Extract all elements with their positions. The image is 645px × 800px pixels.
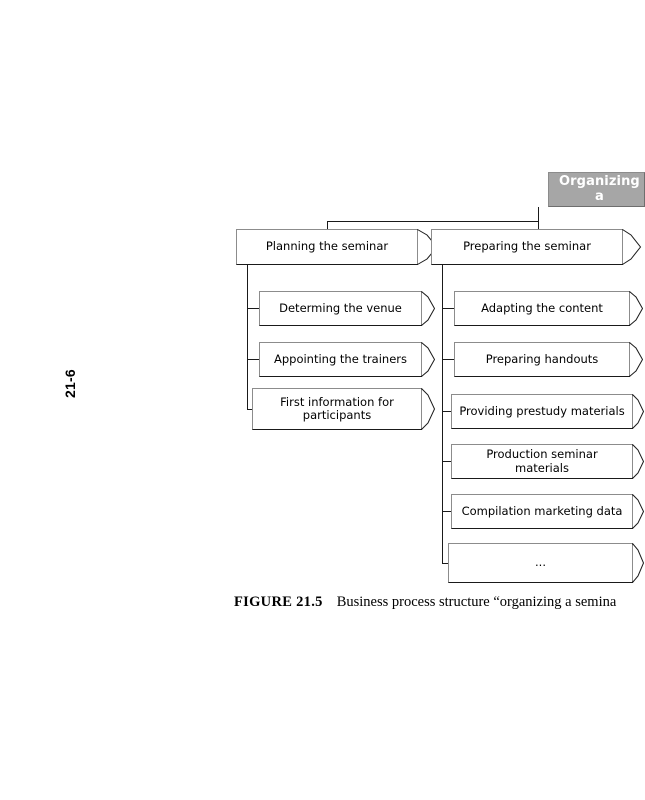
chevron-tail-icon	[629, 342, 644, 377]
connector-branch2-drop	[538, 221, 539, 231]
chevron-tail-icon	[632, 394, 645, 429]
connector-stub	[442, 511, 451, 512]
chevron-tail-icon	[421, 291, 436, 326]
task-box-appointing-the-trainers[interactable]: Appointing the trainers	[259, 342, 422, 377]
task-box-preparing-handouts[interactable]: Preparing handouts	[454, 342, 630, 377]
connector-stub	[442, 359, 454, 360]
connector-stub	[442, 563, 451, 564]
root-process-label: Organizing a	[559, 173, 640, 204]
connector-stub	[442, 461, 451, 462]
task-label: Providing prestudy materials	[459, 403, 625, 418]
root-process-box[interactable]: Organizing a	[548, 172, 645, 207]
task-box-first-information-for-participants[interactable]: First information for participants	[252, 388, 422, 430]
connector-branch2-spine	[442, 265, 443, 563]
connector-branch1-drop	[327, 221, 328, 231]
task-box-production-seminar-materials[interactable]: Production seminar materials	[451, 444, 633, 479]
chevron-tail-icon	[629, 291, 644, 326]
chevron-tail-icon	[421, 388, 436, 430]
connector-stub	[247, 308, 259, 309]
task-box-ellipsis[interactable]: ...	[448, 543, 633, 583]
task-label: Production seminar materials	[486, 447, 598, 475]
task-label: Appointing the trainers	[273, 351, 408, 366]
task-box-providing-prestudy-materials[interactable]: Providing prestudy materials	[451, 394, 633, 429]
chevron-tail-icon	[632, 494, 645, 529]
connector-root-drop	[538, 207, 539, 221]
task-label: ...	[535, 555, 546, 570]
task-box-determing-the-venue[interactable]: Determing the venue	[259, 291, 422, 326]
connector-branch1-spine	[247, 265, 248, 409]
branch-box-planning-the-seminar[interactable]: Planning the seminar	[236, 229, 418, 265]
branch-box-preparing-the-seminar[interactable]: Preparing the seminar	[431, 229, 623, 265]
connector-stub	[247, 359, 259, 360]
connector-root-bus	[327, 221, 539, 222]
figure-caption: FIGURE 21.5 Business process structure “o…	[234, 594, 645, 611]
chevron-tail-icon	[622, 229, 642, 265]
connector-stub	[442, 411, 451, 412]
task-label: Preparing handouts	[485, 351, 599, 366]
connector-stub	[442, 308, 454, 309]
chevron-tail-icon	[632, 444, 645, 479]
task-label: Adapting the content	[481, 300, 603, 315]
chevron-tail-icon	[632, 543, 645, 583]
task-label: First information for participants	[280, 394, 394, 422]
task-box-compilation-marketing-data[interactable]: Compilation marketing data	[451, 494, 633, 529]
chevron-tail-icon	[421, 342, 436, 377]
branch-label: Preparing the seminar	[463, 239, 591, 254]
figure-caption-label: FIGURE 21.5	[234, 594, 323, 610]
branch-label: Planning the seminar	[265, 239, 389, 254]
task-label: Compilation marketing data	[461, 503, 623, 518]
task-label: Determing the venue	[279, 300, 402, 315]
task-box-adapting-the-content[interactable]: Adapting the content	[454, 291, 630, 326]
figure-caption-text: Business process structure “organizing a…	[336, 594, 617, 610]
